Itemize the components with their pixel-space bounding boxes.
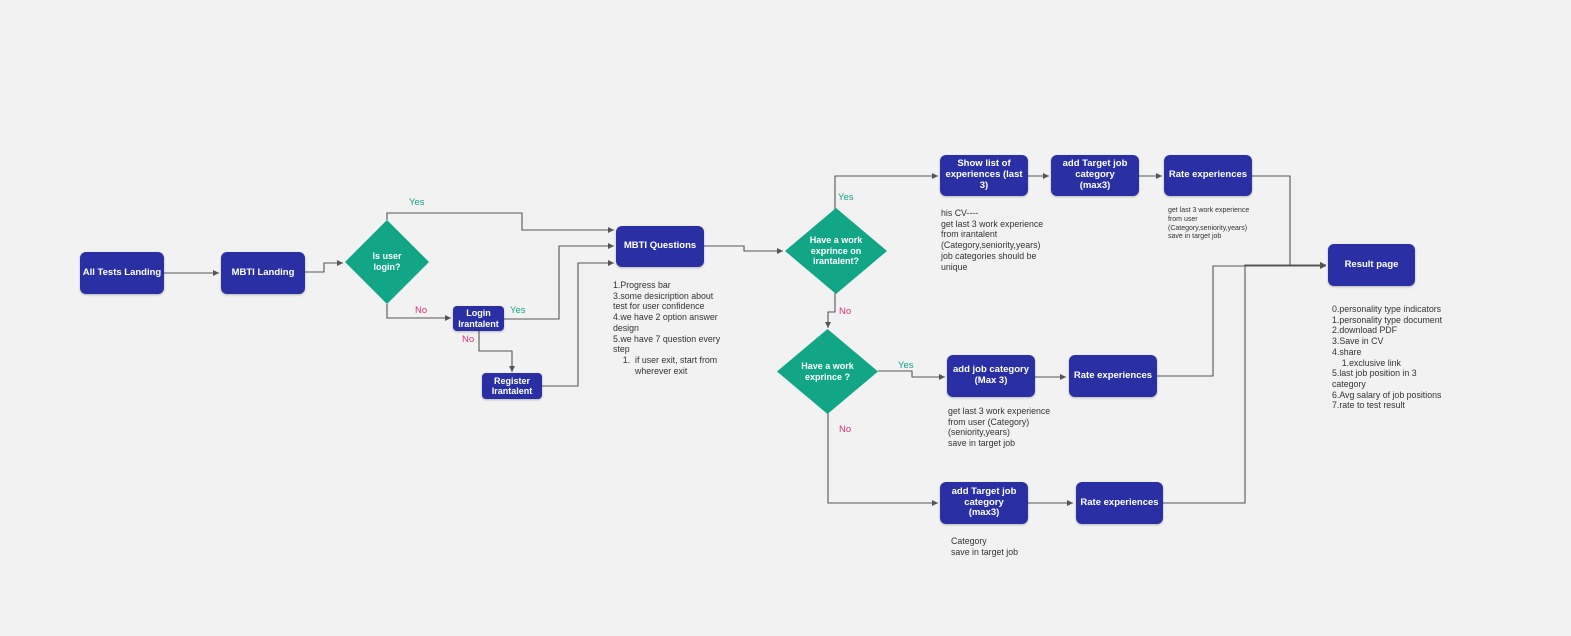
note-line: 5.we have 7 question every (613, 333, 721, 344)
note-line: wherever exit (613, 365, 688, 376)
note-line: test for user confidence (613, 301, 705, 312)
add-target-job-top-node[interactable]: add Target job category (max3) (1051, 155, 1139, 196)
note-line: step (613, 344, 630, 355)
note-line: get last 3 work experience (941, 218, 1044, 229)
note-line: 0.personality type indicators (1332, 304, 1442, 314)
yes-label: Yes (409, 197, 425, 208)
note-line: from irantalent (941, 229, 998, 240)
note-line: from user (Category) (948, 416, 1030, 427)
note-line: save in target job (948, 438, 1015, 449)
note-line: 3.some desicription about (613, 290, 714, 301)
note-line: get last 3 work experience (948, 406, 1051, 416)
show-list-experiences-node[interactable]: Show list of experiences (last 3) (940, 155, 1028, 196)
edge-irantalent-yes (834, 173, 938, 210)
decision-label: Have a work exprince ? (801, 360, 854, 382)
note-line: save in target job (951, 546, 1018, 557)
note-line: (Category,seniority,years) (1168, 224, 1248, 232)
mbti-questions-node[interactable]: MBTI Questions (616, 226, 704, 267)
edge-rate-mid-to-result (1157, 263, 1326, 377)
note-line: 1.personality type document (1332, 314, 1443, 325)
mbti-landing-node[interactable]: MBTI Landing (221, 252, 305, 294)
note-line: get last 3 work experience (1168, 207, 1250, 214)
no-label: No (839, 306, 852, 317)
edge-loginbox-yes (504, 243, 614, 320)
diamond-shape (345, 220, 429, 304)
note-line: save in target job (1168, 233, 1222, 241)
note-line: 2.download PDF (1332, 325, 1398, 336)
note-line: 4.share (1332, 346, 1362, 357)
login-irantalent-node[interactable]: Login Irantalent (453, 306, 504, 331)
note-line: Category (951, 536, 987, 546)
edge-rate-bottom-to-result (1163, 262, 1326, 504)
diamond-shape (777, 329, 878, 414)
work-exp-irantalent-decision[interactable]: Have a work exprince on irantalent? (785, 208, 887, 294)
note-line: from user (1168, 215, 1198, 223)
rate-experiences-bottom-node[interactable]: Rate experiences (1076, 482, 1163, 524)
yes-label: Yes (510, 305, 526, 316)
note-line: design (613, 322, 639, 333)
note-line: 6.Avg salary of job positions (1332, 389, 1442, 400)
no-label: No (839, 424, 852, 435)
note-line: (Category,seniority,years) (941, 240, 1041, 251)
note-line: unique (941, 261, 968, 272)
register-irantalent-node[interactable]: Register Irantalent (482, 373, 542, 399)
rate-experiences-mid-node[interactable]: Rate experiences (1069, 355, 1157, 397)
note-line: 1.exclusive link (1332, 357, 1401, 368)
note-line: 3.Save in CV (1332, 336, 1384, 347)
note-line: his CV---- (941, 208, 979, 218)
edge-rate-top-to-result (1252, 175, 1326, 268)
diamond-shape (785, 208, 887, 294)
note-line: category (1332, 379, 1366, 390)
yes-label: Yes (898, 360, 914, 371)
decision-label: Is user login? (372, 251, 402, 272)
edge-mbti-to-irantalent-check (704, 245, 783, 254)
note-line: job categories should be (941, 250, 1037, 261)
note-line: 5.last job position in 3 (1332, 368, 1417, 379)
note-line: 1.Progress bar (613, 280, 671, 290)
edge-login-no (386, 304, 451, 321)
edge-mbti-landing-to-login-check (305, 260, 343, 273)
is-user-login-decision[interactable]: Is user login? (345, 220, 429, 304)
work-exp-decision[interactable]: Have a work exprince ? (777, 329, 878, 414)
edge-irantalent-no (825, 293, 836, 328)
edge-work-yes (878, 370, 945, 380)
edge-loginbox-no (478, 331, 515, 372)
no-label: No (415, 305, 428, 316)
no-label: No (462, 334, 475, 345)
add-job-category-mid-node[interactable]: add job category (Max 3) (947, 355, 1035, 397)
edge-work-no (827, 413, 938, 506)
edge-register-to-mbti (542, 260, 614, 387)
decision-label: Have a work exprince on irantalent? (809, 234, 863, 267)
all-tests-landing-node[interactable]: All Tests Landing (80, 252, 164, 294)
note-line: 7.rate to test result (1332, 400, 1405, 411)
note-line: (seniority,years) (948, 427, 1010, 438)
rate-experiences-top-node[interactable]: Rate experiences (1164, 155, 1252, 196)
add-target-job-bottom-node[interactable]: add Target job category (max3) (940, 482, 1028, 524)
note-line: 1. if user exit, start from (613, 355, 718, 366)
result-page-node[interactable]: Result page (1328, 244, 1415, 286)
edge-login-yes (386, 212, 614, 233)
note-line: 4.we have 2 option answer (613, 312, 718, 323)
yes-label: Yes (838, 192, 854, 203)
